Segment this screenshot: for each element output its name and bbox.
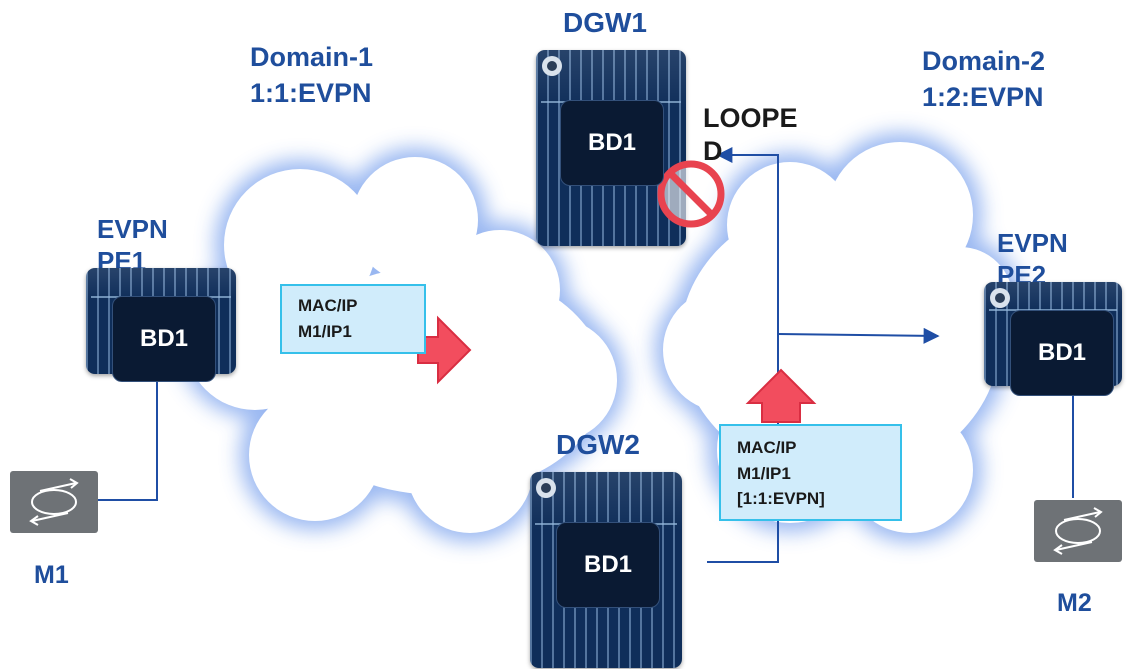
red-arrow-up-icon — [745, 368, 817, 423]
host-m1-label: M1 — [34, 561, 69, 589]
mac-ip-advert-right: MAC/IP M1/IP1 [1:1:EVPN] — [719, 424, 902, 521]
screw-icon — [542, 56, 562, 76]
domain-2-name: Domain-2 — [922, 46, 1046, 76]
dgw1-bd: BD1 — [560, 100, 664, 186]
dgw2-bd: BD1 — [556, 522, 660, 608]
looped-label: LOOPE D — [703, 102, 798, 168]
host-m2-icon — [1034, 500, 1122, 562]
domain-2-label: Domain-2 1:2:EVPN — [922, 44, 1045, 115]
domain-2-rt: 1:2:EVPN — [922, 81, 1044, 112]
pe1-to-m1-link — [98, 378, 158, 501]
prohibit-icon — [657, 160, 725, 228]
pe1-title-line1: EVPN — [97, 214, 168, 244]
msg-right-line1: MAC/IP — [737, 438, 797, 457]
screw-icon — [990, 288, 1010, 308]
screw-icon — [536, 478, 556, 498]
host-m1-icon — [10, 471, 98, 533]
looped-line-2: D — [703, 135, 723, 166]
pe1-bd: BD1 — [112, 296, 216, 382]
domain-1-rt: 1:1:EVPN — [250, 77, 372, 108]
looped-line-1: LOOPE — [703, 103, 798, 133]
dgw2-to-dgw1-path — [707, 147, 779, 563]
red-arrow-icon — [417, 315, 472, 385]
domain-1-name: Domain-1 — [250, 42, 374, 72]
dgw1-title: DGW1 — [563, 7, 647, 38]
pe2-bd: BD1 — [1010, 310, 1114, 396]
pe2-title-line1: EVPN — [997, 228, 1068, 258]
msg-right-line2: M1/IP1 — [737, 463, 791, 483]
pe2-title: EVPN PE2 — [997, 228, 1068, 291]
dgw2-to-pe2-path — [777, 327, 940, 344]
msg-left-line2: M1/IP1 — [298, 321, 352, 341]
dgw2-title: DGW2 — [556, 429, 640, 460]
domain-1-label: Domain-1 1:1:EVPN — [250, 40, 373, 111]
msg-left-line1: MAC/IP — [298, 296, 358, 315]
mac-ip-advert-left: MAC/IP M1/IP1 — [280, 284, 426, 354]
msg-right-line3: [1:1:EVPN] — [737, 489, 825, 508]
host-m2-label: M2 — [1057, 589, 1092, 617]
